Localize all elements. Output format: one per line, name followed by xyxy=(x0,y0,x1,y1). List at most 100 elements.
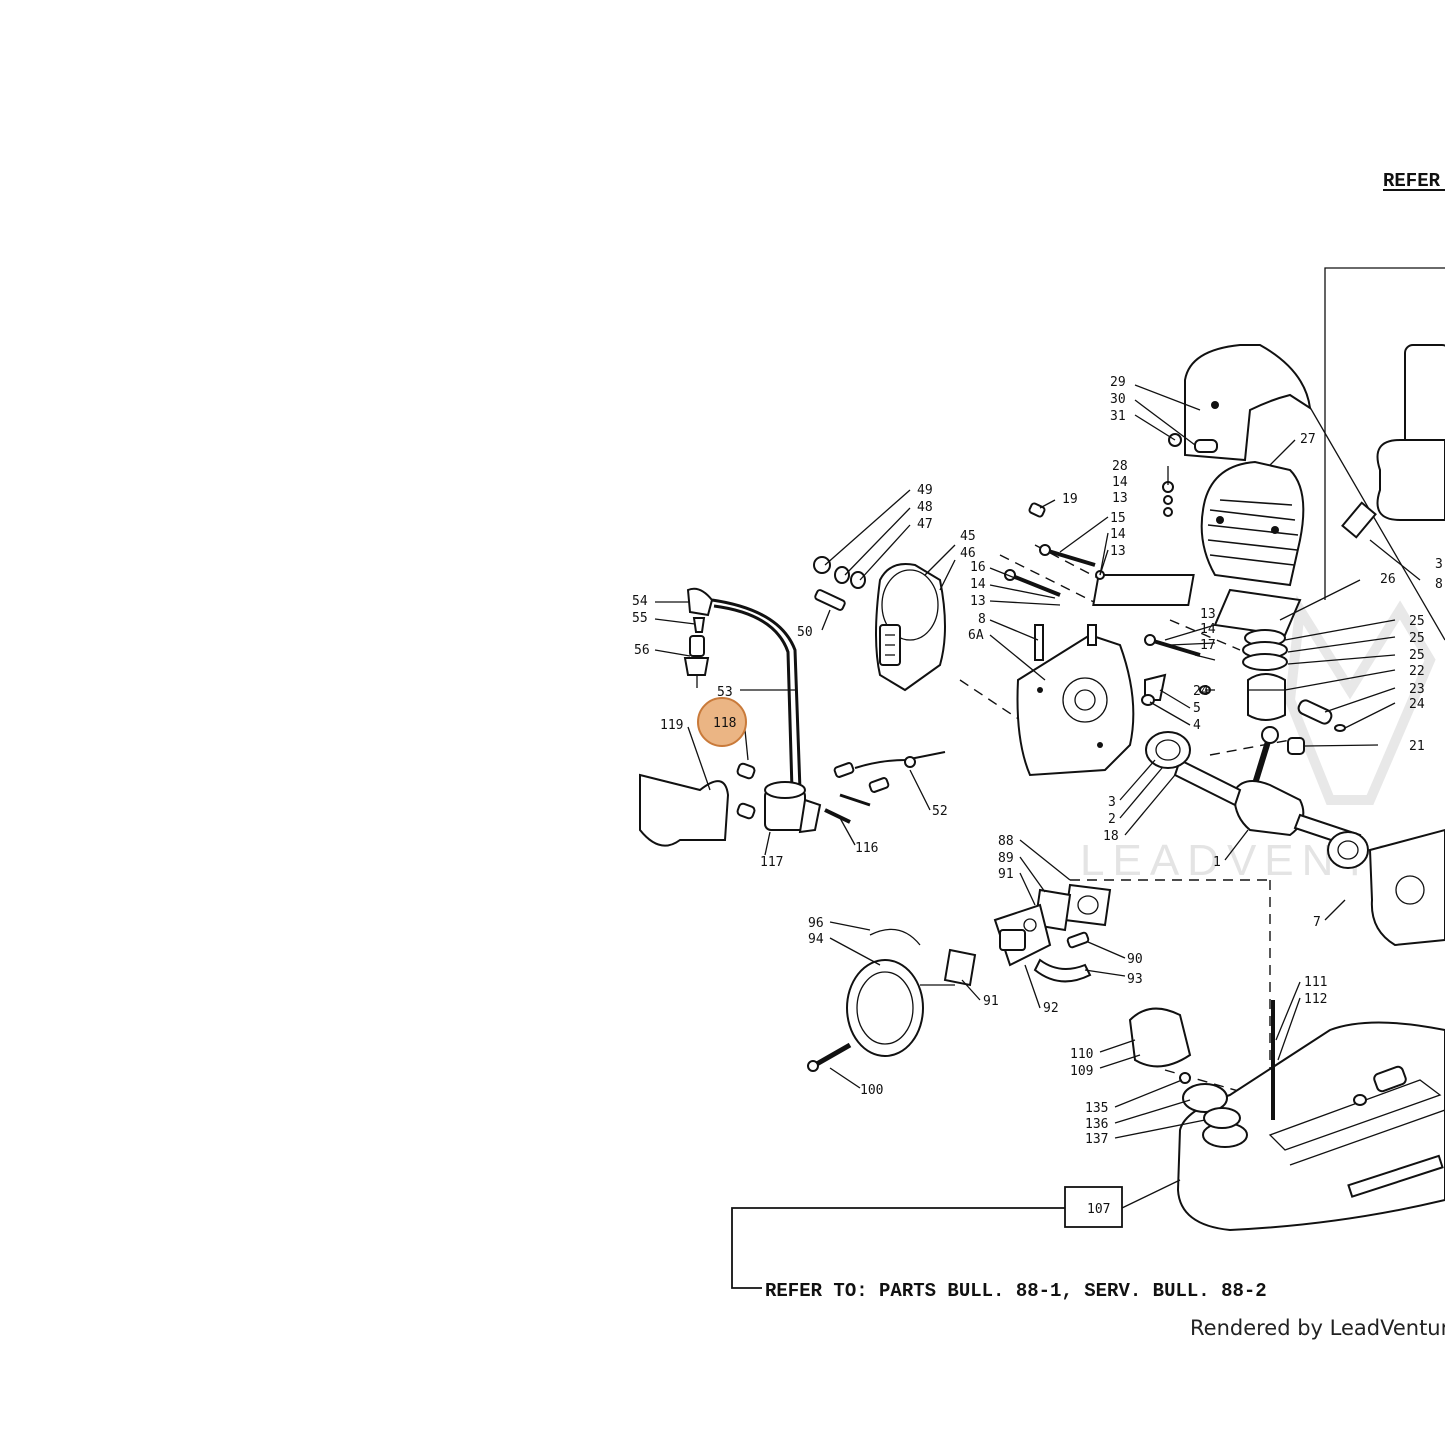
callout-96: 96 xyxy=(808,916,824,931)
fuel-filter-110 xyxy=(1128,1007,1192,1068)
spark-plug xyxy=(683,635,710,688)
callout-17: 17 xyxy=(1200,638,1216,653)
callout-13: 13 xyxy=(1200,607,1216,622)
highlighted-callout-118[interactable]: 118 xyxy=(697,697,747,747)
callout-55: 55 xyxy=(632,611,648,626)
callout-93: 93 xyxy=(1127,972,1143,987)
callout-119: 119 xyxy=(660,718,683,733)
callout-13: 13 xyxy=(1112,491,1128,506)
callout-24: 24 xyxy=(1193,684,1209,699)
callout-30: 30 xyxy=(1110,392,1126,407)
callout-25: 25 xyxy=(1409,631,1425,646)
callout-49: 49 xyxy=(917,483,933,498)
fuel-line-92 xyxy=(1033,958,1092,983)
callout-14: 14 xyxy=(1200,622,1216,637)
callout-16: 16 xyxy=(970,560,986,575)
callout-19: 19 xyxy=(1062,492,1078,507)
needle-bearing xyxy=(1287,737,1305,755)
callout-8: 8 xyxy=(978,612,986,627)
callout-94: 94 xyxy=(808,932,824,947)
callout-47: 47 xyxy=(917,517,933,532)
callout-13: 13 xyxy=(1110,544,1126,559)
spacer-lower xyxy=(736,802,756,820)
callout-25: 25 xyxy=(1409,614,1425,629)
refer-to-note: REFER TO: PARTS BULL. 88-1, SERV. BULL. … xyxy=(765,1280,1267,1302)
callout-112: 112 xyxy=(1304,992,1327,1007)
crankcase-left xyxy=(1016,624,1135,777)
callout-14: 14 xyxy=(1112,475,1128,490)
callout-90: 90 xyxy=(1127,952,1143,967)
callout-23: 23 xyxy=(1409,682,1425,697)
stop-switch-wire xyxy=(833,751,946,793)
dowel-pin xyxy=(1034,624,1044,661)
air-gasket-91 xyxy=(943,948,977,987)
pin-clip xyxy=(1334,724,1346,732)
tank-fittings xyxy=(1353,1065,1407,1106)
pin-19 xyxy=(1028,502,1046,518)
callout-18: 18 xyxy=(1103,829,1119,844)
spark-plug-boot xyxy=(686,587,802,791)
callout-6a: 6A xyxy=(968,628,984,643)
highlight-marker xyxy=(697,697,747,747)
intake-adapter xyxy=(1063,883,1112,927)
callout-22: 22 xyxy=(1409,664,1425,679)
crankshaft xyxy=(1173,726,1362,850)
main-bearing-left xyxy=(1145,731,1191,769)
callout-91: 91 xyxy=(983,994,999,1009)
air-filter-cover xyxy=(846,928,955,1057)
ignition-coil xyxy=(764,781,822,834)
header-title-fragment: REFER xyxy=(1383,170,1441,192)
coil-screws xyxy=(824,793,871,824)
callout-88: 88 xyxy=(998,834,1014,849)
flywheel-nut-washers xyxy=(813,556,866,611)
callout-91: 91 xyxy=(998,867,1014,882)
callout-13: 13 xyxy=(970,594,986,609)
callout-136: 136 xyxy=(1085,1117,1108,1132)
callout-21: 21 xyxy=(1409,739,1425,754)
callout-117: 117 xyxy=(760,855,783,870)
callout-118: 118 xyxy=(713,716,736,731)
callout-89: 89 xyxy=(998,851,1014,866)
callout-107: 107 xyxy=(1087,1202,1110,1217)
callout-25: 25 xyxy=(1409,648,1425,663)
spacer-118 xyxy=(736,762,756,780)
piston-pin xyxy=(1297,699,1333,725)
leader-lines xyxy=(654,439,1396,1289)
callout-50: 50 xyxy=(797,625,813,640)
base-gasket xyxy=(1213,588,1302,637)
callout-1: 1 xyxy=(1213,855,1221,870)
inset-gasket xyxy=(1376,439,1445,521)
callout-107-box: 107 xyxy=(1064,1186,1123,1228)
callout-100: 100 xyxy=(860,1083,883,1098)
callout-116: 116 xyxy=(855,841,878,856)
carburetor xyxy=(993,903,1052,967)
callout-14: 14 xyxy=(1110,527,1126,542)
callout-92: 92 xyxy=(1043,1001,1059,1016)
callout-110: 110 xyxy=(1070,1047,1093,1062)
starter-flywheel xyxy=(875,563,946,692)
callout-15: 15 xyxy=(1110,511,1126,526)
rendered-by-credit: Rendered by LeadVenture, xyxy=(1190,1316,1445,1340)
callout-109: 109 xyxy=(1070,1064,1093,1079)
callout-46: 46 xyxy=(960,546,976,561)
cylinder-head xyxy=(1092,460,1305,606)
callout-14: 14 xyxy=(970,577,986,592)
callout-56: 56 xyxy=(634,643,650,658)
callout-24: 24 xyxy=(1409,697,1425,712)
filter-screw-100 xyxy=(807,1042,852,1072)
cylinder-nuts xyxy=(1162,481,1174,517)
cylinder-shroud xyxy=(1184,344,1312,462)
callout-54: 54 xyxy=(632,594,648,609)
callout-53: 53 xyxy=(717,685,733,700)
callout-28: 28 xyxy=(1112,459,1128,474)
callout-3: 3 xyxy=(1108,795,1116,810)
shroud-screws xyxy=(1134,384,1201,447)
inset-frame: 3 8 xyxy=(1299,267,1445,641)
callout-4: 4 xyxy=(1193,718,1201,733)
callout-48: 48 xyxy=(917,500,933,515)
callout-5: 5 xyxy=(1193,701,1201,716)
callout-29: 29 xyxy=(1110,375,1126,390)
callout-137: 137 xyxy=(1085,1132,1108,1147)
case-bolts xyxy=(1004,502,1201,657)
